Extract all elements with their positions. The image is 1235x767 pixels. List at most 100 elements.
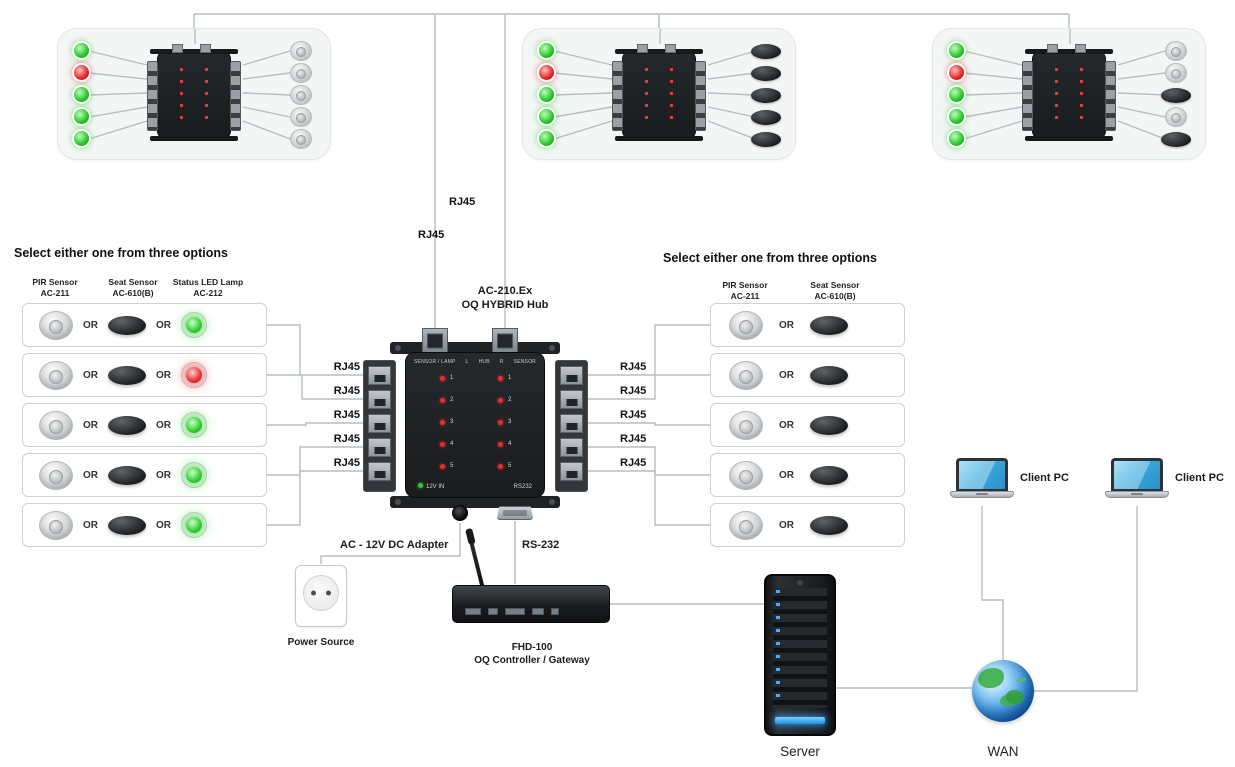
hub-rs232-text: RS232	[513, 483, 532, 490]
pir-sensor-icon	[729, 410, 763, 440]
status-led	[74, 131, 89, 146]
sensor-cell	[749, 84, 783, 106]
left-option-row-3: OR OR	[22, 403, 267, 447]
rj45-port-icon	[368, 462, 391, 481]
sensor-cell	[284, 84, 318, 106]
seat-sensor-icon	[810, 365, 848, 385]
mini-hub-led-column	[1055, 68, 1058, 126]
panel2-led-column	[539, 43, 554, 146]
panel-wires	[88, 29, 291, 140]
seat-sensor-icon	[108, 465, 146, 485]
mini-hub-led-column	[180, 68, 183, 126]
or-label: OR	[779, 369, 794, 381]
col-head-line: PIR Sensor	[32, 277, 78, 287]
col-head-line: AC-610(B)	[814, 290, 856, 301]
rj45-port-icon	[368, 366, 391, 385]
seat-sensor-icon	[810, 415, 848, 435]
left-option-row-5: OR OR	[22, 503, 267, 547]
port-number: 5	[450, 463, 454, 469]
mini-hub-led-column	[670, 68, 673, 126]
mini-hub-device	[612, 44, 706, 141]
wan-globe-icon	[972, 660, 1034, 722]
col-head-line: Seat Sensor	[108, 277, 158, 287]
laptop-base-icon	[950, 491, 1014, 498]
right-option-row-4: OR	[710, 453, 905, 497]
hub-left-port-strip	[363, 360, 396, 492]
status-led-lamp-icon	[181, 512, 207, 538]
sensor-icon	[751, 109, 781, 125]
hub-led-row: 4	[498, 441, 511, 447]
rj45-port-icon	[560, 414, 583, 433]
rj45-port-icon	[560, 366, 583, 385]
hub-face-labels: SENSOR / LAMP L HUB R SENSOR	[414, 359, 536, 365]
right-col-head-seat: Seat Sensor AC-610(B)	[795, 280, 875, 301]
gateway-ports	[465, 607, 569, 616]
panel-wires-group	[88, 29, 291, 140]
hub-bottom-labels: 12V IN RS232	[418, 483, 532, 490]
rj45-label: RJ45	[620, 433, 647, 445]
status-led	[539, 109, 554, 124]
hub-led-row: 4	[440, 441, 453, 447]
port-icon	[532, 608, 544, 615]
left-option-row-4: OR OR	[22, 453, 267, 497]
sensor-icon	[751, 43, 781, 59]
red-led-icon	[498, 463, 503, 469]
status-led	[74, 87, 89, 102]
hub-face-label: L	[465, 359, 469, 365]
hub-power-text: 12V IN	[426, 484, 445, 490]
col-head-line: AC-212	[193, 287, 223, 298]
hub-led-row: 3	[498, 419, 511, 425]
mini-hub-left-ports	[147, 61, 158, 131]
mini-hub-led-column	[205, 68, 208, 126]
hub-title: AC-210.Ex OQ HYBRID Hub	[430, 284, 580, 313]
status-led	[949, 43, 964, 58]
mini-hub-uplink-port-icon	[200, 44, 211, 53]
hub-led-column-left: 1 2 3 4 5	[440, 375, 453, 469]
port-icon	[465, 608, 481, 615]
status-led	[539, 65, 554, 80]
red-led-icon	[498, 419, 503, 425]
zone-panel-1	[57, 28, 331, 160]
gateway-model: FHD-100	[511, 642, 553, 653]
pir-sensor-icon	[39, 410, 73, 440]
wan-label: WAN	[987, 744, 1019, 759]
right-col-head-pir: PIR Sensor AC-211	[705, 280, 785, 301]
server-led-column	[776, 590, 780, 706]
port-icon	[488, 608, 498, 615]
sensor-icon	[1161, 131, 1191, 147]
adapter-label: AC - 12V DC Adapter	[340, 539, 449, 551]
seat-sensor-icon	[108, 315, 146, 335]
hub-right-port-strip	[555, 360, 588, 492]
rs232-label: RS-232	[522, 539, 560, 551]
hub-face-label: R	[499, 359, 504, 365]
status-led-lamp-icon	[181, 312, 207, 338]
rj45-label: RJ45	[620, 457, 647, 469]
rj45-label: RJ45	[620, 361, 647, 373]
power-outlet-icon	[303, 575, 339, 611]
or-label: OR	[156, 519, 171, 531]
or-label: OR	[779, 419, 794, 431]
left-col-head-pir: PIR Sensor AC-211	[15, 277, 95, 298]
hub-led-row: 5	[440, 463, 453, 469]
sensor-icon	[751, 87, 781, 103]
pir-sensor-icon	[729, 360, 763, 390]
sensor-icon	[290, 63, 312, 83]
status-led	[539, 87, 554, 102]
hub-led-column-right: 1 2 3 4 5	[498, 375, 511, 469]
status-led	[949, 131, 964, 146]
zone-panel-3	[932, 28, 1206, 160]
status-led	[949, 87, 964, 102]
or-label: OR	[83, 469, 98, 481]
rj45-port-icon	[368, 438, 391, 457]
hub-top-port-left-icon	[422, 328, 448, 353]
right-option-row-1: OR	[710, 303, 905, 347]
sensor-cell	[1159, 84, 1193, 106]
or-label: OR	[83, 419, 98, 431]
port-number: 2	[450, 397, 454, 403]
or-label: OR	[779, 469, 794, 481]
sensor-icon	[290, 107, 312, 127]
rj45-port-icon	[368, 390, 391, 409]
hybrid-hub-device: SENSOR / LAMP L HUB R SENSOR 1 2 3 4 5 1…	[405, 352, 545, 498]
panel-wires-group	[963, 29, 1166, 140]
client-pc-1	[950, 458, 1014, 498]
